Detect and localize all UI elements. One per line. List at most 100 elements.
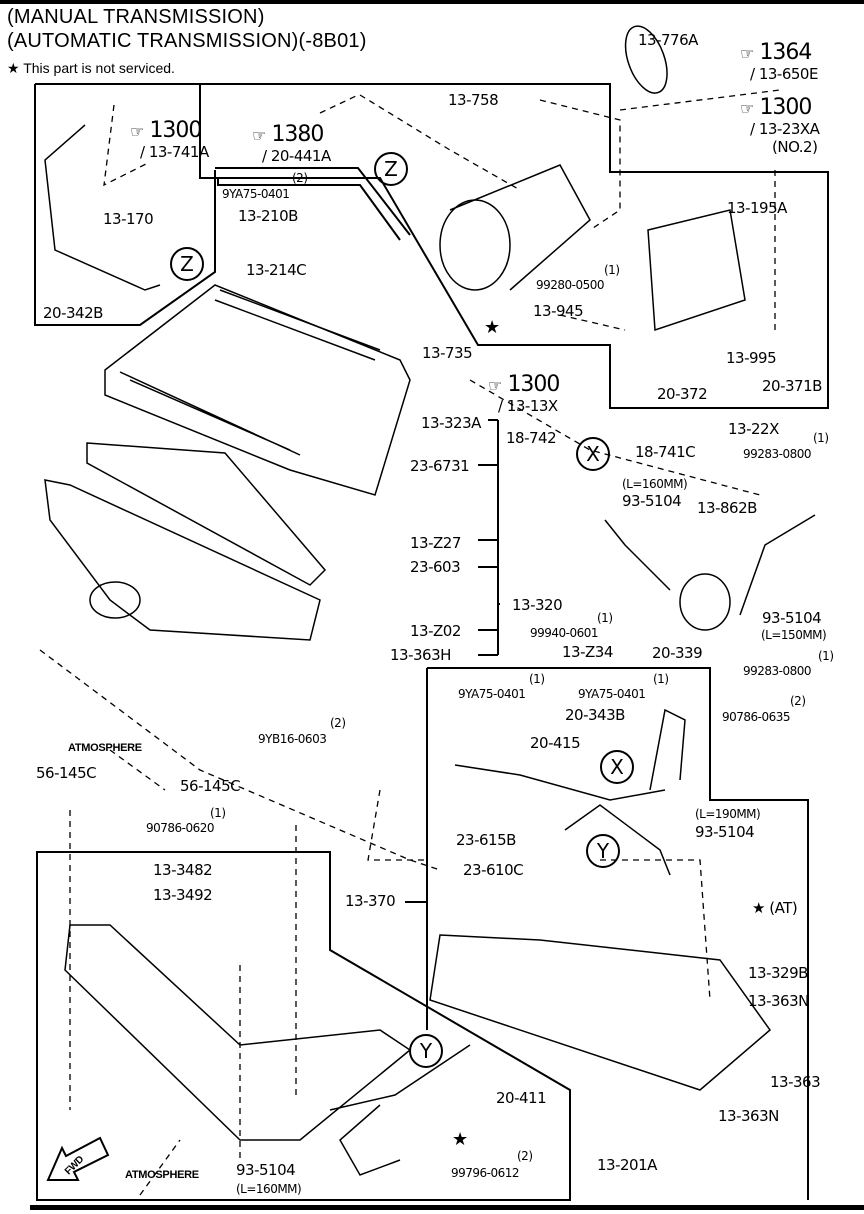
part-label: 13-862B bbox=[697, 499, 757, 517]
heat-shield bbox=[429, 934, 772, 1091]
intake-duct-end bbox=[439, 199, 511, 291]
pointing-hand-icon: ☞ bbox=[740, 99, 755, 118]
at-only-star-label: ★ (AT) bbox=[752, 899, 798, 917]
length-label: (L=160MM) bbox=[236, 1182, 302, 1196]
part-label: 99280-0500 bbox=[536, 278, 605, 292]
atmosphere-label-top: ATMOSPHERE bbox=[68, 742, 142, 754]
part-label: 93-5104 bbox=[695, 823, 755, 841]
hose-20-342B bbox=[44, 124, 161, 291]
part-label: 20-415 bbox=[530, 734, 581, 752]
part-label: 13-363H bbox=[390, 646, 451, 664]
part-label: 93-5104 bbox=[762, 609, 822, 627]
part-label: 23-610C bbox=[463, 861, 524, 879]
part-label: 13-170 bbox=[103, 210, 154, 228]
pipe-20-415 bbox=[454, 764, 666, 801]
part-label: 99940-0601 bbox=[530, 626, 599, 640]
not-serviced-star-icon: ★ bbox=[484, 317, 500, 338]
part-label: 90786-0635 bbox=[722, 710, 791, 724]
hose-93-5104-b bbox=[739, 514, 816, 616]
connector-z-top: Z bbox=[374, 152, 408, 186]
part-label: 9YA75-0401 bbox=[222, 187, 290, 201]
reference-1300-13-23XA[interactable]: ☞ 1300/ 13-23XA(NO.2) bbox=[740, 95, 820, 156]
part-label: 13-210B bbox=[238, 207, 298, 225]
part-label: 13-214C bbox=[246, 261, 307, 279]
part-label: 13-3482 bbox=[153, 861, 213, 879]
pointing-hand-icon: ☞ bbox=[740, 44, 755, 63]
part-label: 90786-0620 bbox=[146, 821, 215, 835]
part-label: 13-195A bbox=[727, 199, 787, 217]
connector-y-bottom: Y bbox=[409, 1034, 443, 1068]
part-label: 23-6731 bbox=[410, 457, 470, 475]
star-icon: ★ bbox=[7, 60, 20, 76]
quantity-label: (1) bbox=[813, 431, 829, 445]
quantity-label: (2) bbox=[517, 1149, 533, 1163]
connector-z-left: Z bbox=[170, 247, 204, 281]
part-label: 13-Z02 bbox=[410, 622, 461, 640]
not-serviced-star-icon: ★ bbox=[452, 1129, 468, 1150]
intake-lower-duct bbox=[64, 924, 412, 1141]
part-label: 20-343B bbox=[565, 706, 625, 724]
box-sensor bbox=[215, 167, 411, 236]
case-inlet bbox=[89, 581, 141, 619]
part-label: 13-363N bbox=[718, 1107, 779, 1125]
connector-x-mid: X bbox=[600, 750, 634, 784]
part-label: 13-370 bbox=[345, 892, 396, 910]
part-label: 13-363 bbox=[770, 1073, 821, 1091]
part-label: 23-603 bbox=[410, 558, 461, 576]
air-cleaner-case bbox=[44, 479, 321, 641]
part-label: 20-371B bbox=[762, 377, 822, 395]
pointing-hand-icon: ☞ bbox=[252, 126, 267, 145]
part-label: 13-995 bbox=[726, 349, 777, 367]
bracket-13-370 bbox=[405, 668, 428, 1030]
box-upper-left-frame bbox=[200, 83, 829, 409]
hose-clamp bbox=[624, 25, 668, 94]
pointing-hand-icon: ☞ bbox=[488, 376, 503, 395]
part-label: 13-758 bbox=[448, 91, 499, 109]
part-label: 99283-0800 bbox=[743, 447, 812, 461]
part-label: 13-323A bbox=[421, 414, 481, 432]
part-label: 99796-0612 bbox=[451, 1166, 520, 1180]
length-label: (L=160MM) bbox=[622, 477, 688, 491]
part-label: 13-Z27 bbox=[410, 534, 461, 552]
quantity-label: (2) bbox=[330, 716, 346, 730]
quantity-label: (1) bbox=[604, 263, 620, 277]
atmosphere-label-bottom: ATMOSPHERE bbox=[125, 1169, 199, 1181]
fwd-arrow-icon bbox=[46, 1136, 110, 1181]
part-label: 13-735 bbox=[422, 344, 473, 362]
reference-1300-13-741A[interactable]: ☞ 1300/ 13-741A bbox=[130, 118, 209, 161]
reference-1364-13-650E[interactable]: ☞ 1364/ 13-650E bbox=[740, 40, 818, 83]
part-label: 13-329B bbox=[748, 964, 808, 982]
title-manual-transmission: (MANUAL TRANSMISSION) bbox=[7, 6, 265, 28]
part-label: 9YB16-0603 bbox=[258, 732, 327, 746]
top-border bbox=[0, 0, 864, 4]
part-label: 18-741C bbox=[635, 443, 696, 461]
part-label: 9YA75-0401 bbox=[578, 687, 646, 701]
bracket-air-cleaner bbox=[478, 419, 500, 656]
box-middle-right bbox=[427, 667, 809, 1200]
resonator bbox=[647, 209, 746, 332]
part-label: 9YA75-0401 bbox=[458, 687, 526, 701]
part-label: 13-945 bbox=[533, 302, 584, 320]
part-label: 13-Z34 bbox=[562, 643, 613, 661]
reference-1300-13-13X[interactable]: ☞ 1300/ 13-13X bbox=[488, 372, 560, 415]
part-label: 20-339 bbox=[652, 644, 703, 662]
air-cleaner-cover bbox=[104, 284, 411, 496]
hose-20-343B bbox=[649, 708, 686, 791]
part-label: 13-201A bbox=[597, 1156, 657, 1174]
quantity-label: (2) bbox=[292, 171, 308, 185]
quantity-label: (1) bbox=[653, 672, 669, 686]
part-label: 18-742 bbox=[506, 429, 557, 447]
part-label: 93-5104 bbox=[236, 1161, 296, 1179]
quantity-label: (1) bbox=[529, 672, 545, 686]
hose-93-5104-a bbox=[604, 519, 671, 591]
hose-93-5104-c bbox=[564, 804, 671, 876]
part-label: 99283-0800 bbox=[743, 664, 812, 678]
reference-1380-20-441A[interactable]: ☞ 1380/ 20-441A bbox=[252, 122, 331, 165]
connector-x-top: X bbox=[576, 437, 610, 471]
part-label: 93-5104 bbox=[622, 492, 682, 510]
pipe-20-411 bbox=[329, 1044, 471, 1111]
part-label: 20-342B bbox=[43, 304, 103, 322]
part-label: 13-3492 bbox=[153, 886, 213, 904]
box-lower-left bbox=[36, 851, 571, 1201]
